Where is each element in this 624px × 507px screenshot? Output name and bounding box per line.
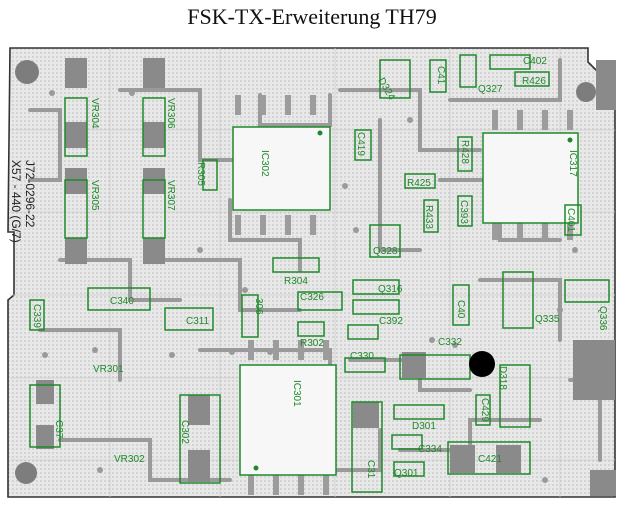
component-outlines: [29, 54, 610, 493]
component-label-vr306: VR306: [165, 98, 176, 129]
board-number-label: J72-0296-22: [23, 160, 37, 228]
component-label-c326: C326: [300, 292, 324, 303]
component-label-306: 306: [253, 298, 264, 315]
component-label-vr307: VR307: [165, 180, 176, 211]
component-label-d301: D301: [412, 421, 436, 432]
component-label-q335: Q335: [535, 314, 560, 325]
component-label-r426: R426: [522, 76, 546, 87]
component-label-vr305: VR305: [89, 180, 100, 211]
black-dot-marker: [469, 351, 495, 377]
page-title: FSK-TX-Erweiterung TH79: [187, 4, 437, 29]
component-label-c429: C429: [479, 398, 490, 422]
component-label-q327: Q327: [478, 84, 503, 95]
component-label-c340: C340: [110, 296, 134, 307]
component-label-c31: C31: [365, 460, 376, 479]
component-label-r302: R302: [300, 338, 324, 349]
component-label-c392: C392: [379, 316, 403, 327]
component-label-r433: R433: [423, 205, 434, 229]
component-label-c40: C40: [455, 300, 466, 319]
component-label-c332: C332: [438, 337, 462, 348]
solder-pads: [36, 58, 616, 496]
component-label-r304: R304: [284, 276, 308, 287]
component-label-vr301: VR301: [93, 364, 124, 375]
ic-packages: [232, 95, 579, 495]
component-label-r425: R425: [407, 178, 431, 189]
component-label-c311: C311: [186, 316, 210, 327]
component-label-ic302: IC302: [259, 150, 270, 177]
component-label-c401: C401: [565, 208, 576, 232]
component-label-c330: C330: [350, 351, 374, 362]
component-label-c37: C37: [53, 420, 64, 439]
component-label-c334: C334: [418, 444, 442, 455]
component-label-c41: C41: [435, 66, 446, 85]
component-label-ic301: IC301: [291, 380, 302, 407]
component-label-q316: Q316: [378, 284, 403, 295]
component-label-c419: C419: [355, 132, 366, 156]
component-label-q328: Q328: [373, 246, 398, 257]
component-label-c302: C302: [179, 420, 190, 444]
board-variant-label: X57 - 440 (G/7): [9, 160, 23, 243]
component-label-vr304: VR304: [89, 98, 100, 129]
component-label-c339: C339: [31, 304, 42, 328]
vias: [42, 90, 578, 483]
component-label-c421: C421: [478, 454, 502, 465]
component-label-d318: D318: [497, 366, 508, 390]
component-label-r428: R428: [459, 140, 470, 164]
component-label-r305: R305: [195, 162, 206, 186]
component-label-q336: Q336: [597, 306, 608, 331]
component-label-c402: C402: [523, 56, 547, 67]
component-label-vr302: VR302: [114, 454, 145, 465]
component-label-ic317: IC317: [567, 150, 578, 177]
mounting-holes: [15, 60, 596, 484]
component-label-c393: C393: [458, 200, 469, 224]
component-label-q301: Q301: [394, 468, 419, 479]
